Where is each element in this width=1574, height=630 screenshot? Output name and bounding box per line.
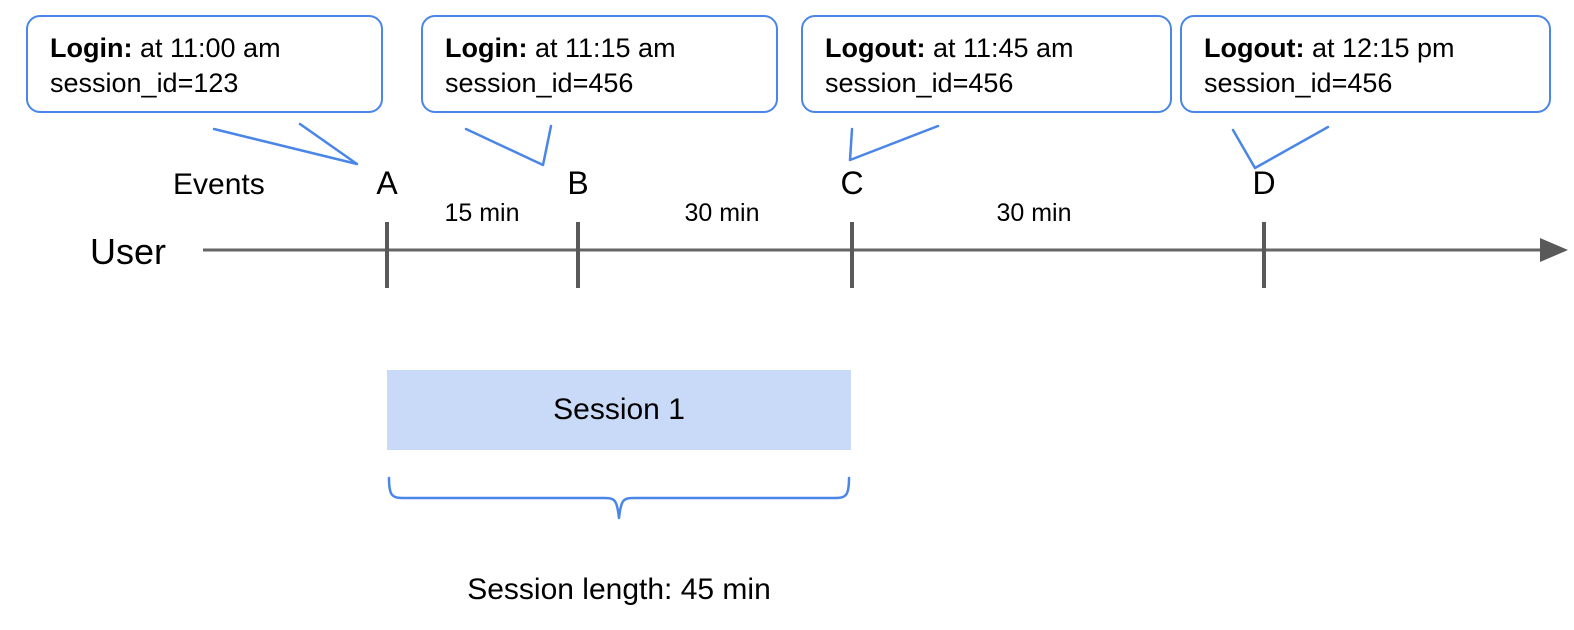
callout-c-time: at 11:45 am	[925, 33, 1074, 63]
tick-label-a: A	[376, 165, 398, 201]
callout-login-b[interactable]: Login: at 11:15 am session_id=456	[421, 15, 778, 114]
callout-logout-c[interactable]: Logout: at 11:45 am session_id=456	[801, 15, 1172, 114]
callout-a-event: Login:	[50, 33, 133, 63]
callout-b-line1: Login: at 11:15 am	[445, 31, 758, 66]
callout-b-event: Login:	[445, 33, 528, 63]
session-length-caption: Session length: 45 min	[467, 573, 771, 606]
callout-d-event: Logout:	[1204, 33, 1305, 63]
tick-label-d: D	[1252, 165, 1276, 201]
events-row-label: Events	[173, 168, 265, 201]
callout-tail-c	[848, 124, 940, 162]
callout-c-event: Logout:	[825, 33, 926, 63]
session-bar-label: Session 1	[553, 393, 685, 426]
callout-a-session: session_id=123	[50, 68, 239, 99]
callout-b-session: session_id=456	[445, 68, 634, 99]
callout-tail-a	[212, 122, 359, 166]
callout-login-a[interactable]: Login: at 11:00 am session_id=123	[26, 15, 383, 114]
interval-label-c-d: 30 min	[996, 199, 1072, 227]
user-row-label: User	[90, 231, 167, 272]
callout-logout-d[interactable]: Logout: at 12:15 pm session_id=456	[1180, 15, 1551, 114]
callout-b-time: at 11:15 am	[527, 33, 676, 63]
callout-a-time: at 11:00 am	[132, 33, 281, 63]
callout-d-session: session_id=456	[1204, 68, 1393, 99]
session-bar[interactable]: Session 1	[387, 370, 851, 450]
interval-label-a-b: 15 min	[444, 199, 520, 227]
session-length-brace	[387, 476, 851, 520]
callout-c-session: session_id=456	[825, 68, 1014, 99]
callout-d-time: at 12:15 pm	[1304, 33, 1455, 63]
callout-tail-d	[1231, 125, 1330, 170]
interval-label-b-c: 30 min	[684, 199, 760, 227]
tick-label-c: C	[840, 165, 864, 201]
tick-label-b: B	[567, 165, 589, 201]
timeline-axis	[203, 238, 1568, 262]
timeline-ticks	[385, 222, 1266, 288]
callout-tail-b	[464, 124, 553, 167]
callout-a-line1: Login: at 11:00 am	[50, 31, 363, 66]
callout-d-line1: Logout: at 12:15 pm	[1204, 31, 1531, 66]
callout-c-line1: Logout: at 11:45 am	[825, 31, 1152, 66]
